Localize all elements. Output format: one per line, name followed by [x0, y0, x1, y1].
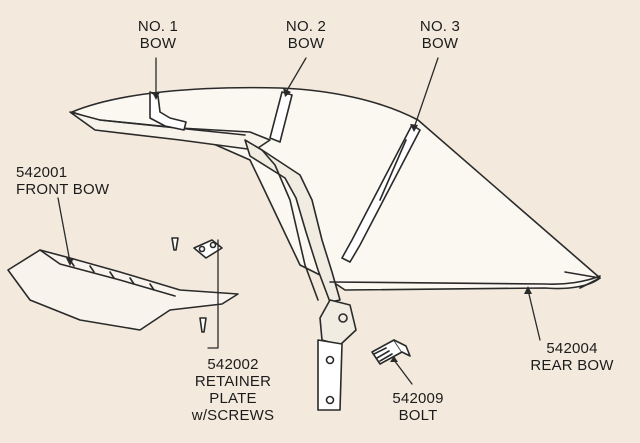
- retainer-bracket-leader: [207, 239, 219, 349]
- rear-bow-leader: [527, 289, 541, 341]
- front-bow-name: FRONT BOW: [16, 181, 110, 198]
- bow2-leader: [285, 57, 307, 93]
- bow3-leader: [413, 57, 439, 129]
- front-bow-part-number: 542001: [16, 164, 68, 181]
- callout-bow1: NO. 1 BOW: [136, 18, 180, 52]
- bolt-leader: [393, 359, 413, 385]
- retainer-line3: w/SCREWS: [191, 407, 275, 424]
- callout-retainer-plate: 542002 RETAINER PLATE w/SCREWS: [186, 356, 280, 424]
- pivot-bracket: [319, 299, 357, 346]
- bow3-strut: [341, 124, 421, 263]
- bow1-bracket: [149, 91, 187, 131]
- callout-bow2: NO. 2 BOW: [284, 18, 328, 52]
- callout-rear-bow: 542004 REAR BOW: [522, 340, 622, 374]
- bolt-name: BOLT: [398, 407, 438, 424]
- rear-bow-name: REAR BOW: [530, 357, 614, 374]
- bow1-line1: NO. 1: [137, 18, 179, 35]
- callout-bolt: 542009 BOLT: [386, 390, 450, 424]
- callout-front-bow: 542001 FRONT BOW: [16, 164, 109, 198]
- callout-bow3: NO. 3 BOW: [418, 18, 462, 52]
- bow2-line2: BOW: [287, 35, 325, 52]
- screw-lower: [199, 317, 207, 333]
- bow3-line2: BOW: [421, 35, 459, 52]
- bolt-part: [371, 339, 411, 365]
- bow3-line1: NO. 3: [419, 18, 461, 35]
- front-bow-part: [7, 249, 239, 331]
- retainer-line1: RETAINER: [194, 373, 272, 390]
- lower-mount-plate: [317, 339, 343, 411]
- bolt-part-number: 542009: [392, 390, 444, 407]
- bow2-line1: NO. 2: [285, 18, 327, 35]
- screw-upper: [171, 237, 179, 251]
- retainer-part-number: 542002: [207, 356, 259, 373]
- rear-bow-part-number: 542004: [546, 340, 598, 357]
- front-bow-leader: [57, 197, 71, 263]
- bow2-tube: [269, 91, 293, 143]
- bow1-line2: BOW: [139, 35, 177, 52]
- retainer-line2: PLATE: [209, 390, 257, 407]
- leader-lines: [57, 57, 541, 385]
